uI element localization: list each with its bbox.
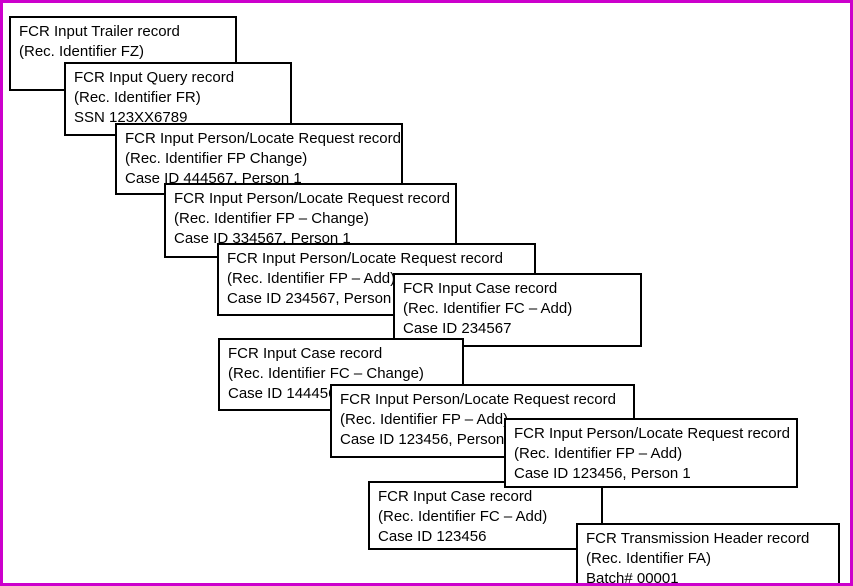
record-title: FCR Input Person/Locate Request record	[340, 391, 616, 408]
record-detail: Batch# 00001	[586, 570, 679, 586]
record-identifier: (Rec. Identifier FC – Add)	[378, 508, 548, 525]
record-title: FCR Input Person/Locate Request record	[174, 190, 450, 207]
record-title: FCR Input Query record	[74, 69, 235, 86]
record-box-case-234567: FCR Input Case record (Rec. Identifier F…	[393, 273, 642, 347]
record-identifier: (Rec. Identifier FZ)	[19, 43, 145, 60]
record-title: FCR Input Person/Locate Request record	[125, 130, 401, 147]
record-identifier: (Rec. Identifier FR)	[74, 89, 201, 106]
record-box-transmission-header-fa: FCR Transmission Header record (Rec. Ide…	[576, 523, 840, 586]
record-detail: Case ID 444567, Person 1	[125, 170, 302, 187]
record-identifier: (Rec. Identifier FP – Change)	[174, 210, 369, 227]
record-title: FCR Input Case record	[403, 280, 558, 297]
record-detail: Case ID 334567, Person 1	[174, 230, 351, 247]
record-box-query-fr: FCR Input Query record (Rec. Identifier …	[64, 62, 292, 136]
record-identifier: (Rec. Identifier FP – Add)	[227, 270, 396, 287]
record-title: FCR Input Trailer record	[19, 23, 180, 40]
record-box-person-123456-p1: FCR Input Person/Locate Request record (…	[504, 418, 798, 488]
record-detail: Case ID 123456, Person 2	[340, 431, 517, 448]
record-detail: Case ID 234567	[403, 320, 512, 337]
record-detail: Case ID 123456	[378, 528, 487, 545]
record-detail: SSN 123XX6789	[74, 109, 188, 126]
record-identifier: (Rec. Identifier FA)	[586, 550, 712, 567]
record-title: FCR Input Person/Locate Request record	[227, 250, 503, 267]
record-identifier: (Rec. Identifier FC – Add)	[403, 300, 573, 317]
record-title: FCR Input Case record	[378, 488, 533, 505]
record-box-person-234567: FCR Input Person/Locate Request record (…	[217, 243, 536, 316]
record-title: FCR Input Case record	[228, 345, 383, 362]
record-detail: Case ID 234567, Person 1	[227, 290, 404, 307]
record-identifier: (Rec. Identifier FP Change)	[125, 150, 308, 167]
record-box-case-123456: FCR Input Case record (Rec. Identifier F…	[368, 481, 603, 550]
record-box-person-444567: FCR Input Person/Locate Request record (…	[115, 123, 403, 195]
record-detail: Case ID 123456, Person 1	[514, 465, 691, 482]
record-identifier: (Rec. Identifier FP – Add)	[340, 411, 509, 428]
record-identifier: (Rec. Identifier FP – Add)	[514, 445, 683, 462]
record-detail: Case ID 144456	[228, 385, 337, 402]
record-title: FCR Transmission Header record	[586, 530, 810, 547]
record-identifier: (Rec. Identifier FC – Change)	[228, 365, 424, 382]
record-title: FCR Input Person/Locate Request record	[514, 425, 790, 442]
